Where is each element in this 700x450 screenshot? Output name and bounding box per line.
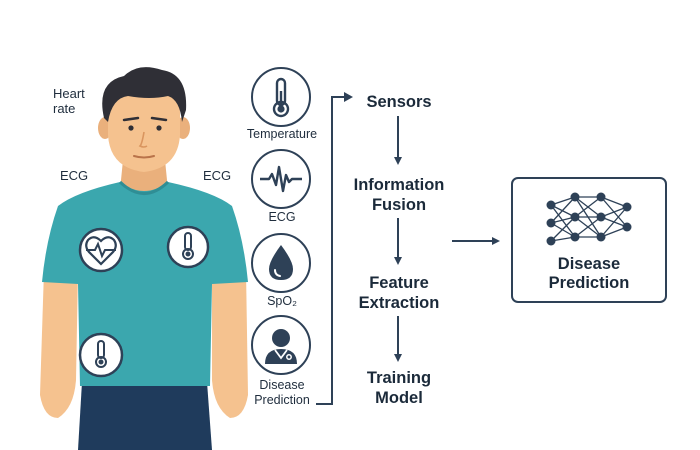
neural-network-icon <box>546 192 632 246</box>
disease-prediction-label: Disease Prediction <box>548 255 630 292</box>
temperature-caption: Temperature <box>246 127 318 141</box>
ecg-label-right: ECG <box>203 168 232 183</box>
heart-rate-label: Heart rate <box>53 86 85 116</box>
hair <box>102 67 187 122</box>
spo2-sensor-circle <box>251 233 311 293</box>
thermometer-icon <box>272 77 289 117</box>
flow-step-information-fusion: Information Fusion <box>353 176 445 214</box>
ecg-wave-icon <box>259 165 302 192</box>
droplet-icon <box>268 244 293 280</box>
doctor-icon <box>264 328 297 364</box>
flow-step-sensors: Sensors <box>366 93 432 111</box>
sensor-bracket <box>316 96 350 405</box>
temperature-sensor-circle <box>251 67 311 127</box>
ecg-caption: ECG <box>268 210 296 224</box>
flow-step-feature-extraction: Feature Extraction <box>358 274 440 312</box>
bracket-arrowhead <box>344 92 353 102</box>
left-arm <box>40 270 78 418</box>
spo2-caption: SpO₂ <box>267 294 297 308</box>
waist-thermometer-badge <box>78 332 124 378</box>
ecg-label-left: ECG <box>60 168 89 183</box>
disease-prediction-caption: Disease Prediction <box>254 378 310 407</box>
chest-thermometer-badge <box>166 225 210 269</box>
flow-step-training-model: Training Model <box>366 369 432 407</box>
ecg-sensor-circle <box>251 149 311 209</box>
heart-sensor-badge <box>78 227 124 273</box>
face <box>108 78 180 172</box>
right-arm <box>212 270 248 418</box>
disease-prediction-box: Disease Prediction <box>511 177 667 303</box>
pants <box>78 382 212 450</box>
disease-prediction-circle <box>251 315 311 375</box>
